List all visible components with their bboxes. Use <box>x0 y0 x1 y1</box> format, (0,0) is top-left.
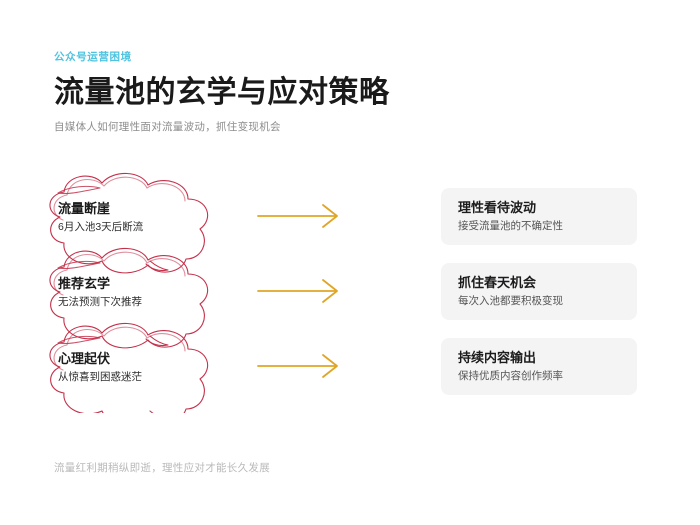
cloud-shape-2 <box>49 247 209 349</box>
cloud-shape-1 <box>49 172 209 274</box>
eyebrow-label: 公众号运营困境 <box>54 51 132 63</box>
problem-title: 心理起伏 <box>58 351 111 366</box>
problem-title: 流量断崖 <box>58 201 111 216</box>
slide-header: 公众号运营困境 流量池的玄学与应对策略 自媒体人如何理性面对流量波动，抓住变现机… <box>54 50 654 135</box>
solution-card[interactable]: 抓住春天机会 每次入池都要积极变现 <box>441 263 637 320</box>
solution-desc: 保持优质内容创作频率 <box>458 370 563 382</box>
solution-title: 抓住春天机会 <box>458 275 537 290</box>
page-subtitle: 自媒体人如何理性面对流量波动，抓住变现机会 <box>54 121 281 133</box>
solution-card[interactable]: 理性看待波动 接受流量池的不确定性 <box>441 188 637 245</box>
problem-item: 心理起伏 从惊喜到困惑迷茫 <box>58 350 228 385</box>
cloud-outlines-group <box>49 172 209 413</box>
solution-card[interactable]: 持续内容输出 保持优质内容创作频率 <box>441 338 637 395</box>
content-area: 流量断崖 6月入池3天后断流 推荐玄学 无法预测下次推荐 心理起伏 从惊喜到困惑… <box>0 165 700 415</box>
problem-title: 推荐玄学 <box>58 276 111 291</box>
solution-desc: 接受流量池的不确定性 <box>458 220 563 232</box>
arrow-right-icon <box>257 204 338 228</box>
problem-cloud-column: 流量断崖 6月入池3天后断流 推荐玄学 无法预测下次推荐 心理起伏 从惊喜到困惑… <box>22 165 247 413</box>
arrow-column <box>255 165 385 413</box>
cloud-shape-3 <box>49 322 209 413</box>
problem-desc: 6月入池3天后断流 <box>58 221 144 233</box>
page-title: 流量池的玄学与应对策略 <box>54 76 390 109</box>
problem-desc: 从惊喜到困惑迷茫 <box>58 371 142 383</box>
problem-item: 推荐玄学 无法预测下次推荐 <box>58 275 228 310</box>
arrow-right-icon <box>257 354 338 378</box>
problem-item: 流量断崖 6月入池3天后断流 <box>58 200 228 235</box>
solution-desc: 每次入池都要积极变现 <box>458 295 563 307</box>
arrow-right-icon <box>257 279 338 303</box>
solution-title: 持续内容输出 <box>458 350 537 365</box>
slide-footer: 流量红利期稍纵即逝，理性应对才能长久发展 <box>54 462 270 474</box>
problem-desc: 无法预测下次推荐 <box>58 296 142 308</box>
solution-title: 理性看待波动 <box>458 200 537 215</box>
